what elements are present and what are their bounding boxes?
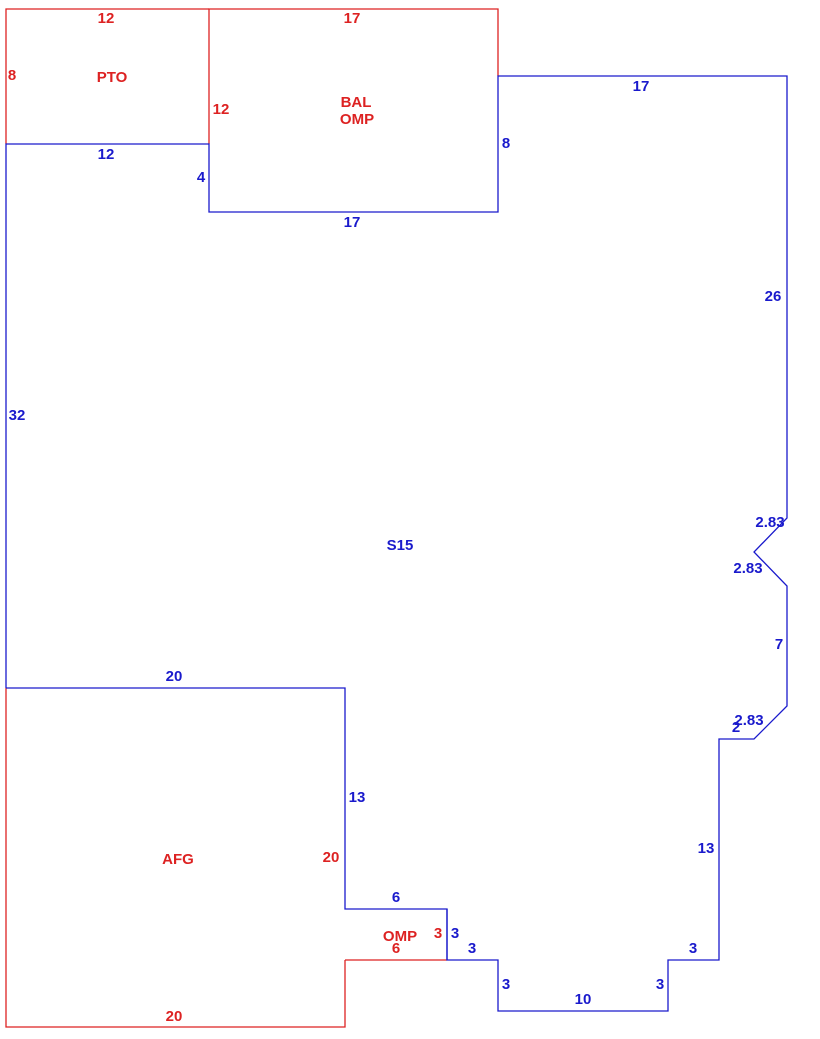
pto-area-label: PTO: [97, 69, 128, 86]
main-area-label: S15: [387, 537, 414, 554]
dim-pto-left: 8: [8, 67, 16, 84]
dim-main-top-right: 17: [633, 78, 650, 95]
afg-outline: [5, 688, 346, 1028]
dim-main-right: 26: [765, 288, 782, 305]
dim-omp-bottom: 6: [392, 940, 400, 957]
dim-pto-bottom: 12: [98, 146, 115, 163]
dim-main-left: 32: [9, 407, 26, 424]
dim-bal-top: 17: [344, 10, 361, 27]
dimension-labels-main: 12 4 17 8 17 26 32 2.83 2.83 7 2 2.83 13…: [9, 78, 785, 1008]
dim-right-mid: 7: [775, 636, 783, 653]
addition-areas: [5, 8, 499, 1028]
dim-bal-bottom: 17: [344, 214, 361, 231]
dim-afg-right-main: 13: [349, 789, 366, 806]
bal-area-label-line2: OMP: [340, 111, 374, 128]
dim-bal-left: 12: [213, 101, 230, 118]
dim-omp-top: 6: [392, 889, 400, 906]
dim-omp-right-main: 3: [451, 925, 459, 942]
dim-afg-bottom: 20: [166, 1008, 183, 1025]
dim-step-small: 2: [732, 719, 740, 736]
pto-outline: [5, 8, 209, 144]
dim-notch-left: 4: [197, 169, 206, 186]
omp-area-label: OMP: [383, 928, 417, 945]
dim-step-left: 3: [468, 940, 476, 957]
dim-step-right: 3: [689, 940, 697, 957]
afg-area-label: AFG: [162, 851, 194, 868]
dim-bal-right: 8: [502, 135, 510, 152]
dim-diag-2: 2.83: [733, 560, 762, 577]
area-labels: S15 PTO BAL OMP AFG OMP: [97, 69, 417, 945]
dim-bottom-left-rise: 3: [502, 976, 510, 993]
dim-diag-3: 2.83: [734, 712, 763, 729]
dim-diag-1: 2.83: [755, 514, 784, 531]
bal-area-label-line1: BAL: [341, 94, 372, 111]
main-area: [5, 75, 788, 1012]
dim-omp-right: 3: [434, 925, 442, 942]
dim-bottom: 10: [575, 991, 592, 1008]
dim-afg-right: 20: [323, 849, 340, 866]
dimension-labels-addition: 12 8 17 12 20 20 3 6: [8, 10, 442, 1025]
dim-afg-top: 20: [166, 668, 183, 685]
dim-right-lower: 13: [698, 840, 715, 857]
dim-pto-top: 12: [98, 10, 115, 27]
dim-bottom-right-rise: 3: [656, 976, 664, 993]
bal-outline: [208, 8, 499, 144]
